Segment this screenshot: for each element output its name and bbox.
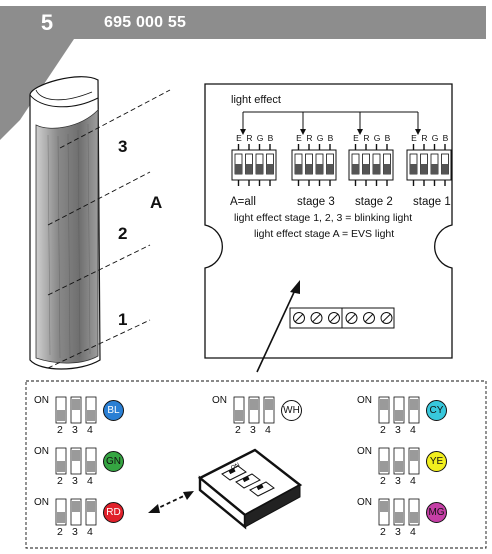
terminal-block [289, 307, 395, 329]
switch-number: 2 [57, 475, 63, 487]
header-bar [20, 6, 486, 39]
switch-number: 4 [265, 424, 271, 436]
switch-number: 3 [72, 475, 78, 487]
switch-letter: R [363, 133, 370, 143]
switch-number: 4 [410, 475, 416, 487]
color-indicator-cy: CY [426, 400, 447, 421]
on-label: ON [357, 446, 372, 457]
light-effect-brackets [242, 111, 419, 131]
switch-letter: E [236, 133, 242, 143]
dip-switch-illustration: ON [197, 448, 303, 530]
switch-number: 4 [410, 526, 416, 538]
on-label: ON [212, 395, 227, 406]
switch-letter: R [246, 133, 253, 143]
switch-number: 4 [87, 526, 93, 538]
switch-letter: B [327, 133, 334, 143]
switch-letter: E [353, 133, 359, 143]
color-indicator-bl: BL [103, 400, 124, 421]
stage-label-1: stage 1 [413, 196, 451, 208]
on-label: ON [357, 497, 372, 508]
switch-letter: G [316, 133, 324, 143]
switch-number: 2 [57, 424, 63, 436]
switch-number: 4 [410, 424, 416, 436]
switch-letter: B [384, 133, 391, 143]
on-label: ON [34, 446, 49, 457]
stage-label-2: stage 2 [355, 196, 393, 208]
switch-letter: G [256, 133, 264, 143]
note-line-1: light effect stage 1, 2, 3 = blinking li… [234, 212, 413, 224]
switch-letter: B [267, 133, 274, 143]
pointer-arrow [256, 280, 300, 373]
signal-tower-lamp [29, 76, 171, 370]
part-number: 695 000 55 [104, 14, 187, 31]
switch-letter: G [431, 133, 439, 143]
switch-number: 2 [380, 526, 386, 538]
dip-block-2 [291, 144, 337, 186]
color-indicator-gn: GN [103, 451, 124, 472]
switch-letter: E [411, 133, 417, 143]
dip-block-4 [406, 144, 452, 186]
zone-group-label: A [150, 193, 163, 212]
step-number: 5 [40, 10, 54, 35]
switch-letter: R [421, 133, 428, 143]
switch-number: 3 [395, 526, 401, 538]
double-arrow [148, 491, 194, 513]
switch-number: 3 [72, 424, 78, 436]
color-indicator-mg: MG [426, 502, 447, 523]
switch-number: 3 [395, 475, 401, 487]
dip-block-1 [231, 144, 277, 186]
switch-number: 2 [235, 424, 241, 436]
stage-label-3: stage 3 [297, 196, 335, 208]
switch-letter: B [442, 133, 449, 143]
on-label: ON [34, 395, 49, 406]
switch-number: 2 [380, 475, 386, 487]
switch-number: 4 [87, 475, 93, 487]
stage-label-a: A=all [230, 196, 256, 208]
dip-switch-blocks [231, 144, 452, 186]
switch-number: 3 [250, 424, 256, 436]
switch-letter: E [296, 133, 302, 143]
switch-number: 3 [395, 424, 401, 436]
note-line-2: light effect stage A = EVS light [254, 228, 395, 240]
switch-number: 2 [380, 424, 386, 436]
switch-number: 4 [87, 424, 93, 436]
switch-letter: G [373, 133, 381, 143]
color-indicator-ye: YE [426, 451, 447, 472]
color-indicator-rd: RD [103, 502, 124, 523]
zone-label-3: 3 [118, 137, 128, 156]
on-label: ON [357, 395, 372, 406]
light-effect-label: light effect [231, 94, 281, 106]
switch-number: 3 [72, 526, 78, 538]
dip-block-3 [348, 144, 394, 186]
switch-number: 2 [57, 526, 63, 538]
zone-label-1: 1 [118, 310, 128, 329]
switch-letter: R [306, 133, 313, 143]
zone-label-2: 2 [118, 224, 128, 243]
on-label: ON [34, 497, 49, 508]
color-indicator-wh: WH [281, 400, 302, 421]
svg-text:ON: ON [230, 462, 241, 471]
